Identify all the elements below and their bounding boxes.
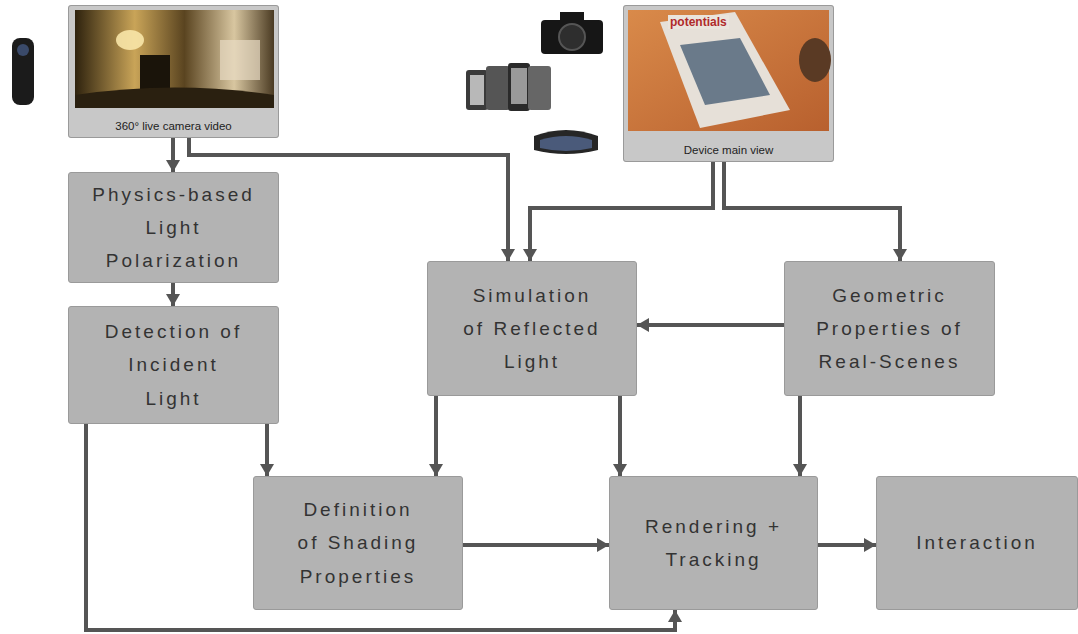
flow-arrow [618, 396, 622, 476]
flow-arrow [171, 283, 175, 306]
flow-arrow [171, 138, 175, 172]
phone-screen [511, 68, 527, 104]
camera-lens [17, 44, 29, 56]
process-box: Detection of Incident Light [68, 306, 279, 424]
flow-arrow [463, 543, 609, 547]
photo-lamp [116, 30, 144, 50]
phone-icon [486, 66, 510, 110]
box-label: Geometric Properties of Real-Scenes [795, 279, 985, 379]
flow-arrow [265, 424, 269, 476]
box-label: Physics-based Light Polarization [84, 178, 264, 278]
panel-caption: 360° live camera video [115, 119, 231, 134]
headset-visor [540, 136, 592, 151]
panel-caption: Device main view [684, 143, 773, 158]
photo-wall [220, 40, 260, 80]
flow-arrow [637, 323, 784, 327]
camera-360-icon [12, 38, 34, 105]
dslr-icon [560, 12, 584, 22]
process-box: Simulation of Reflected Light [427, 261, 637, 396]
box-label: Simulation of Reflected Light [462, 279, 602, 379]
flow-arrow [86, 424, 675, 630]
dslr-lens [559, 24, 585, 50]
panel-ground [68, 5, 279, 138]
photo-floor [75, 88, 274, 109]
box-label: Detection of Incident Light [99, 315, 249, 415]
phone-icon [528, 66, 551, 110]
flow-arrow [798, 396, 802, 476]
panel-ground [623, 5, 834, 162]
photo-text: potentials [668, 15, 729, 29]
photo-object [799, 38, 831, 82]
process-box: Interaction [876, 476, 1078, 610]
flow-arrow [530, 162, 713, 261]
camera-panel: 360° live camera video [68, 5, 279, 138]
process-box: Definition of Shading Properties [253, 476, 463, 610]
flow-arrow [434, 396, 438, 476]
headset-icon [534, 130, 598, 154]
box-label: Interaction [887, 526, 1067, 559]
photo-device [628, 10, 829, 131]
dslr-icon [541, 20, 603, 54]
process-box: Geometric Properties of Real-Scenes [784, 261, 995, 396]
process-box: Physics-based Light Polarization [68, 172, 279, 283]
flow-arrow [818, 543, 876, 547]
box-label: Rendering + Tracking [639, 510, 789, 577]
process-box: Rendering + Tracking [609, 476, 818, 610]
phone-screen [470, 75, 484, 105]
phone-icon [508, 63, 530, 111]
photo-cover [680, 38, 770, 105]
photo-360 [75, 10, 274, 108]
photo-magazine [660, 12, 790, 128]
flow-arrow [724, 162, 900, 261]
phone-icon [466, 70, 488, 110]
box-label: Definition of Shading Properties [291, 493, 426, 593]
